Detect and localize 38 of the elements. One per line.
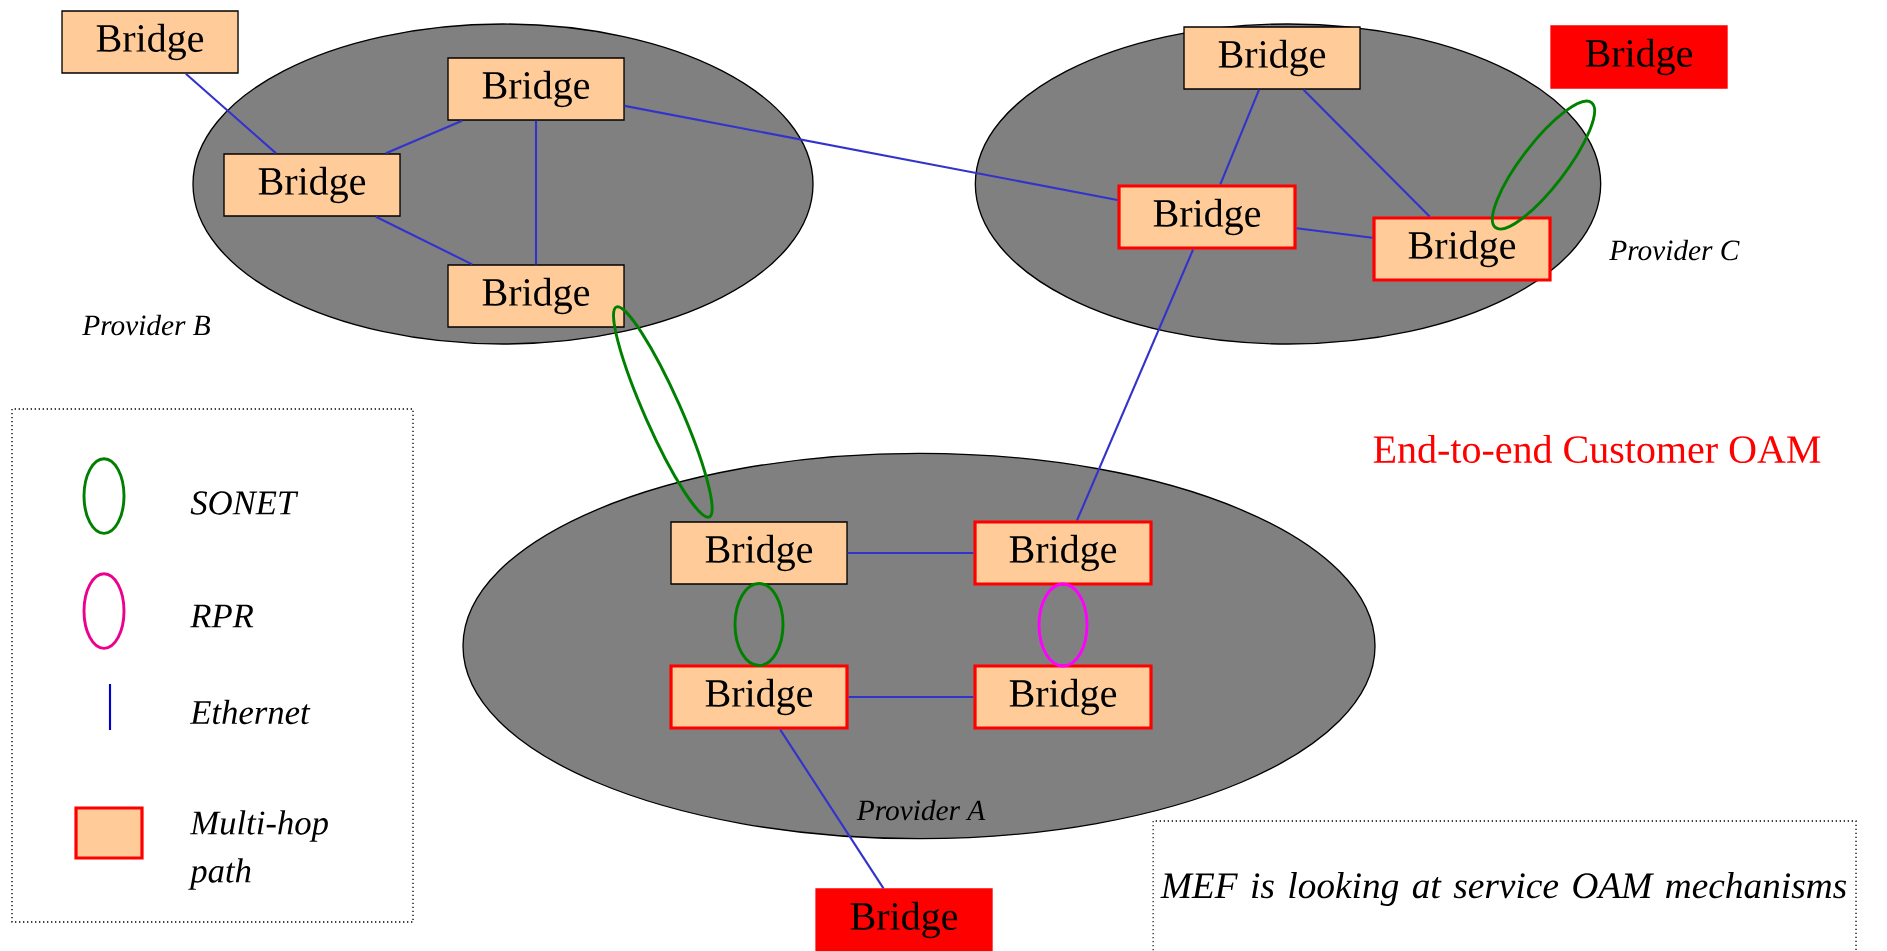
title-note: End-to-end Customer OAM — [1373, 434, 1821, 464]
link-line — [1219, 89, 1261, 185]
note-box: MEF is looking at service OAM mechanisms — [1152, 820, 1857, 951]
legend-label: RPR — [190, 604, 254, 628]
link-line — [779, 729, 885, 889]
bridge-box: Bridge — [815, 888, 993, 951]
ring-link — [1491, 99, 1596, 231]
legend-label: Multi-hop path — [188, 810, 328, 890]
bridge-box: Bridge — [61, 10, 239, 74]
link-line — [624, 104, 1118, 201]
link-line — [847, 551, 974, 555]
bridge-box: Bridge — [1117, 184, 1297, 250]
provider-label: Provider B — [82, 314, 211, 336]
bridge-box: Bridge — [447, 57, 625, 121]
bridge-box: Bridge — [670, 521, 848, 585]
bridge-box: Bridge — [973, 664, 1153, 730]
bridge-box: Bridge — [447, 264, 625, 328]
ring-link — [733, 582, 785, 667]
provider-label: Provider A — [856, 799, 986, 821]
link-line — [375, 215, 473, 266]
ring-link — [1037, 582, 1089, 668]
bridge-box: Bridge — [669, 664, 849, 730]
bridge-box: Bridge — [1372, 216, 1552, 282]
link-line — [1076, 249, 1195, 521]
bridge-box: Bridge — [223, 153, 401, 217]
link-line — [534, 120, 538, 265]
provider-label: Provider C — [1609, 239, 1740, 261]
link-line — [385, 119, 463, 155]
legend-label: Ethernet — [189, 699, 311, 725]
ring-link — [612, 305, 714, 519]
bridge-box: Bridge — [1183, 26, 1361, 90]
bridge-box: Bridge — [973, 520, 1153, 586]
link-line — [185, 72, 277, 155]
link-line — [848, 695, 974, 699]
bridge-box: Bridge — [1550, 25, 1728, 89]
link-line — [1302, 88, 1431, 218]
legend-label: SONET — [190, 491, 299, 515]
link-line — [1296, 227, 1373, 239]
